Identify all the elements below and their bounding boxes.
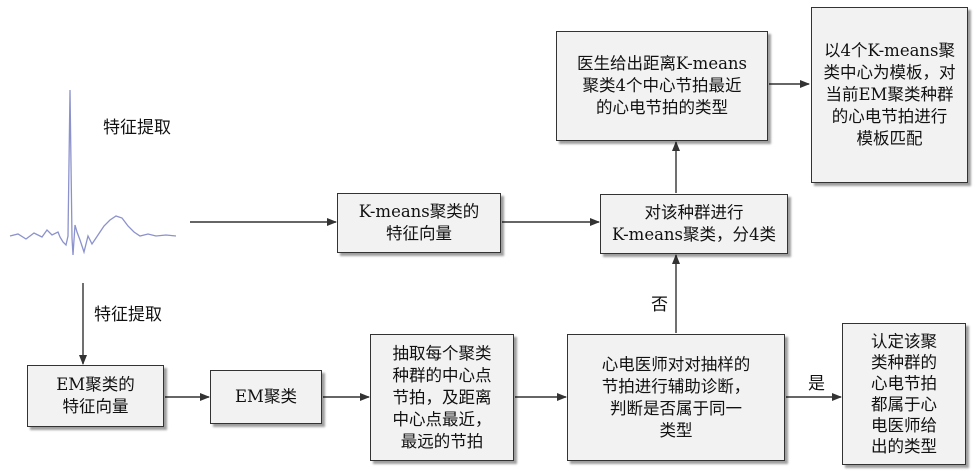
yes-label: 是 xyxy=(808,374,825,394)
template-match-text: 以4个K-means聚 类中心为模板，对 当前EM聚类种群 的心电节拍进行 模板… xyxy=(823,41,956,148)
em-cluster-text: EM聚类 xyxy=(235,387,297,406)
doctor-type-box: 医生给出距离K-means 聚类4个中心节拍最近 的心电节拍的类型 xyxy=(556,31,768,141)
no-label: 否 xyxy=(651,295,668,315)
em-feature-vector-text: EM聚类的 特征向量 xyxy=(56,375,135,416)
kmeans-feature-vector-text: K-means聚类的 特征向量 xyxy=(358,202,480,243)
sample-beats-box: 抽取每个聚类 种群的中心点 节拍，及距离 中心点最近， 最远的节拍 xyxy=(370,334,514,461)
em-feature-vector-box: EM聚类的 特征向量 xyxy=(27,365,164,427)
ecg-waveform xyxy=(9,89,177,256)
doctor-type-text: 医生给出距离K-means 聚类4个中心节拍最近 的心电节拍的类型 xyxy=(576,54,748,117)
kmeans-cluster-box: 对该种群进行 K-means聚类，分4类 xyxy=(600,194,788,254)
feature-extraction-label-left: 特征提取 xyxy=(94,305,162,325)
template-match-box: 以4个K-means聚 类中心为模板，对 当前EM聚类种群 的心电节拍进行 模板… xyxy=(811,7,968,183)
confirm-type-box: 认定该聚 类种群的 心电节拍 都属于心 电医师给 出的类型 xyxy=(842,323,966,465)
doctor-diagnosis-text: 心电医师对对抽样的 节拍进行辅助诊断， 判断是否属于同一 类型 xyxy=(601,354,751,440)
kmeans-cluster-text: 对该种群进行 K-means聚类，分4类 xyxy=(611,203,777,244)
doctor-diagnosis-box: 心电医师对对抽样的 节拍进行辅助诊断， 判断是否属于同一 类型 xyxy=(567,334,785,461)
kmeans-feature-vector-box: K-means聚类的 特征向量 xyxy=(337,193,501,253)
feature-extraction-label-top: 特征提取 xyxy=(103,118,171,138)
sample-beats-text: 抽取每个聚类 种群的中心点 节拍，及距离 中心点最近， 最远的节拍 xyxy=(392,343,492,451)
em-cluster-box: EM聚类 xyxy=(210,370,322,424)
confirm-type-text: 认定该聚 类种群的 心电节拍 都属于心 电医师给 出的类型 xyxy=(871,332,937,456)
